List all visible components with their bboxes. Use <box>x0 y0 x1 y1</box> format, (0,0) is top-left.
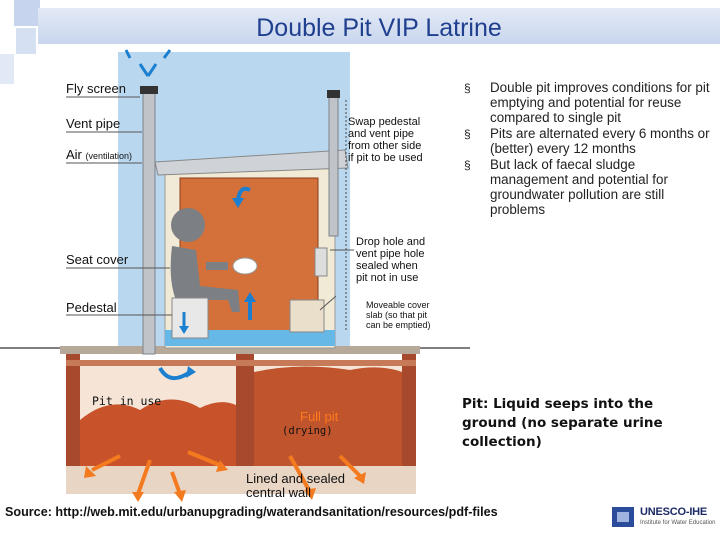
fly-screen-cap <box>140 86 158 94</box>
bullet-marker: § <box>464 158 471 173</box>
bullet-text: Pits are alternated every 6 months or (b… <box>490 126 710 156</box>
label-drop-line: vent pipe hole <box>356 248 425 260</box>
label-air-sub: (ventilation) <box>86 151 133 161</box>
label-moveable-line: slab (so that pit <box>366 310 431 320</box>
bullet-text: But lack of faecal sludge management and… <box>490 157 668 217</box>
label-moveable-line: Moveable cover <box>366 300 431 310</box>
label-drying: (drying) <box>282 425 333 437</box>
bullet-item: § But lack of faecal sludge management a… <box>458 157 710 217</box>
bullet-text: Double pit improves conditions for pit e… <box>490 80 710 125</box>
label-full-pit: Full pit <box>300 410 338 424</box>
label-drop-hole: Drop hole and vent pipe hole sealed when… <box>356 236 425 284</box>
person-head <box>171 208 205 242</box>
label-vent-pipe: Vent pipe <box>66 116 120 131</box>
label-air-main: Air <box>66 147 82 162</box>
source-link[interactable]: http://web.mit.edu/urbanupgrading/watera… <box>55 505 497 519</box>
unesco-ihe-logo: UNESCO-IHE Institute for Water Education <box>612 503 716 533</box>
cover-slab-item <box>290 300 324 332</box>
fly-screen-cap-right <box>327 90 340 98</box>
source-line: Source: http://web.mit.edu/urbanupgradin… <box>5 505 498 519</box>
label-drop-line: sealed when <box>356 260 425 272</box>
label-swap-line: and vent pipe <box>348 128 423 140</box>
label-pedestal: Pedestal <box>66 300 117 315</box>
label-wall-line: central wall <box>246 486 345 500</box>
label-air: Air (ventilation) <box>66 147 132 162</box>
wall-hook <box>315 248 327 276</box>
label-pit-in-use: Pit in use <box>92 394 161 408</box>
label-swap-line: Swap pedestal <box>348 116 423 128</box>
label-moveable-line: can be emptied) <box>366 320 431 330</box>
logo-tagline: Institute for Water Education <box>640 520 715 526</box>
person-arm <box>206 262 228 270</box>
logo-name: UNESCO-IHE <box>640 506 707 518</box>
label-moveable: Moveable cover slab (so that pit can be … <box>366 300 431 330</box>
bullet-marker: § <box>464 127 471 142</box>
label-drop-line: pit not in use <box>356 272 425 284</box>
bullet-item: § Double pit improves conditions for pit… <box>458 80 710 125</box>
toilet-roll <box>233 258 257 274</box>
vent-pipe-right <box>329 96 338 236</box>
source-prefix: Source: <box>5 505 55 519</box>
label-wall-line: Lined and sealed <box>246 472 345 486</box>
bullet-list: § Double pit improves conditions for pit… <box>458 80 710 218</box>
label-central-wall: Lined and sealed central wall <box>246 472 345 500</box>
sludge-left <box>80 399 236 466</box>
pit-top-lining <box>66 360 416 366</box>
label-seat-cover: Seat cover <box>66 252 128 267</box>
label-swap-line: from other side <box>348 140 423 152</box>
bullet-marker: § <box>464 81 471 96</box>
label-swap: Swap pedestal and vent pipe from other s… <box>348 116 423 164</box>
label-drop-line: Drop hole and <box>356 236 425 248</box>
logo-mark-icon <box>612 507 634 527</box>
pit-note: Pit: Liquid seeps into the ground (no se… <box>462 395 702 452</box>
pedestal <box>172 298 208 338</box>
label-fly-screen: Fly screen <box>66 81 126 96</box>
bullet-item: § Pits are alternated every 6 months or … <box>458 126 710 156</box>
label-swap-line: if pit to be used <box>348 152 423 164</box>
